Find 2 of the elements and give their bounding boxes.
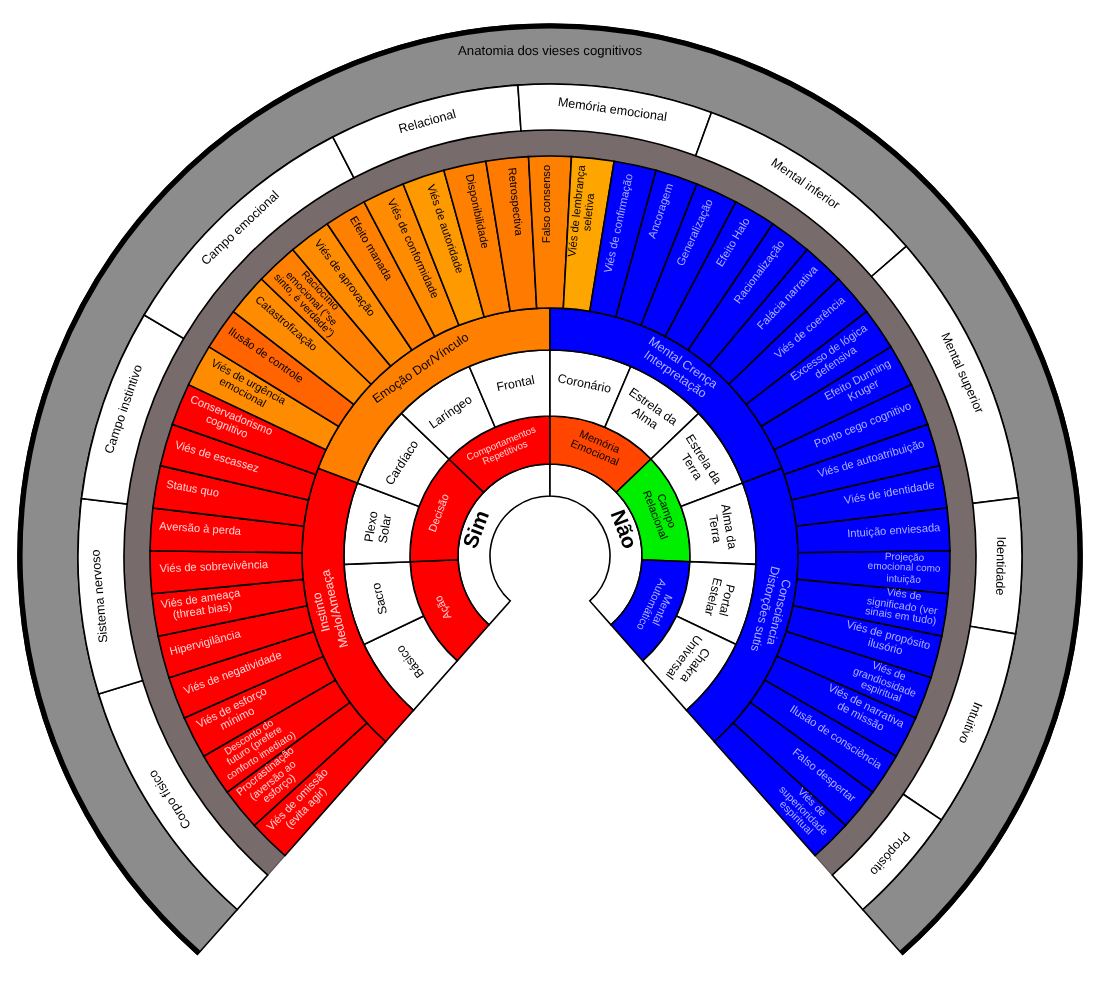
segment-label: Não xyxy=(603,505,639,553)
segment-label: Sim xyxy=(461,506,497,552)
